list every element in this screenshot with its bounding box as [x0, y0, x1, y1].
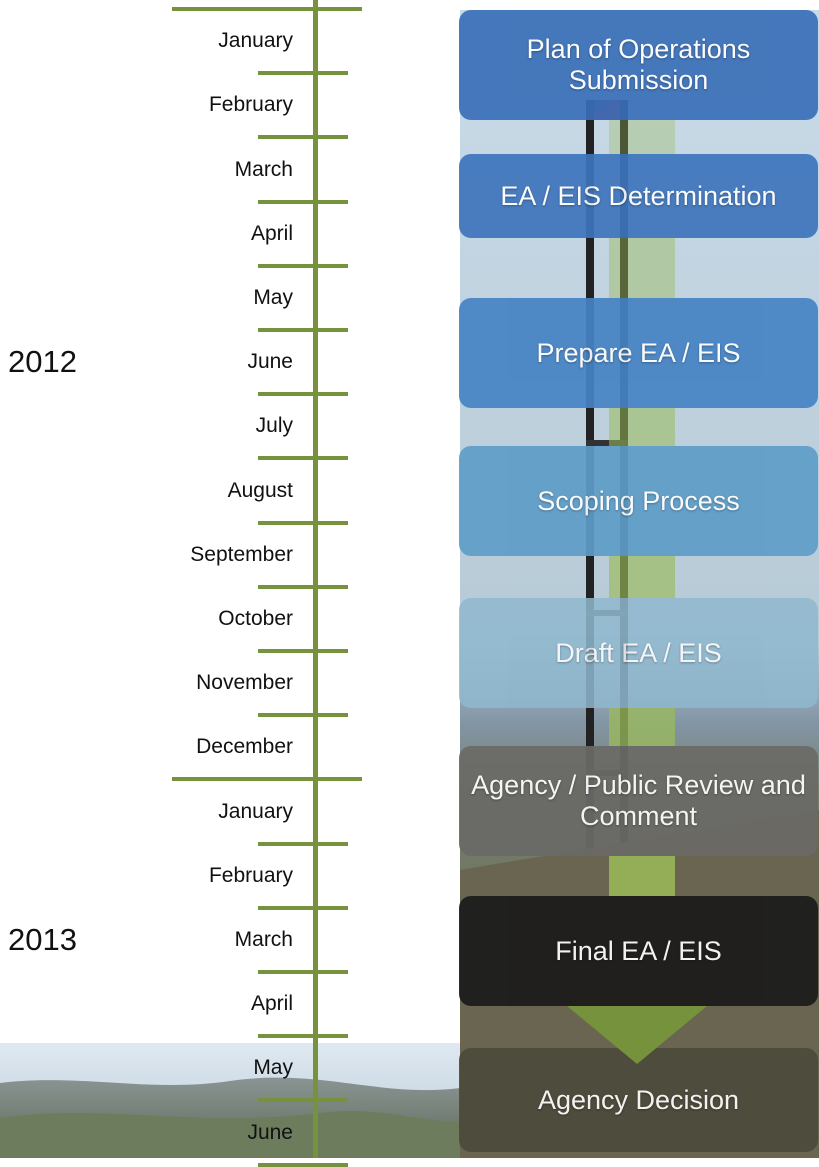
process-stage-box: Agency Decision	[459, 1048, 818, 1152]
month-tick	[258, 905, 348, 910]
year-boundary-tick	[172, 777, 362, 782]
month-label: March	[234, 927, 293, 951]
process-stage-label: Draft EA / EIS	[555, 637, 722, 668]
month-label: February	[208, 93, 293, 117]
decision-arrow	[567, 1006, 707, 1064]
timeline-axis	[313, 0, 318, 1158]
process-stage-label: EA / EIS Determination	[500, 180, 777, 211]
month-tick	[258, 456, 348, 461]
process-stage-label: Agency / Public Review and Comment	[471, 770, 806, 831]
process-stage-box: Agency / Public Review and Comment	[459, 746, 818, 856]
process-stage-box: EA / EIS Determination	[459, 154, 818, 238]
year-boundary-tick	[172, 7, 362, 11]
month-label: January	[218, 799, 293, 823]
month-tick	[258, 328, 348, 332]
month-label: December	[196, 735, 293, 759]
month-label: May	[253, 1056, 293, 1080]
month-label: January	[218, 29, 293, 53]
stage-connector	[609, 856, 675, 896]
year-label: 2012	[8, 344, 77, 380]
process-stage-label: Final EA / EIS	[555, 935, 722, 966]
stage-connector	[609, 120, 675, 154]
month-tick	[258, 263, 348, 268]
process-stage-box: Plan of Operations Submission	[459, 10, 818, 120]
process-stage-box: Scoping Process	[459, 446, 818, 556]
month-label: February	[208, 863, 293, 887]
year-label: 2013	[8, 921, 77, 957]
stage-connector	[609, 708, 675, 746]
month-tick	[258, 392, 348, 397]
month-tick	[258, 970, 348, 974]
month-tick	[258, 649, 348, 653]
month-tick	[258, 199, 348, 204]
month-tick	[258, 841, 348, 846]
month-label: July	[255, 414, 293, 438]
month-tick	[258, 1162, 348, 1167]
month-tick	[258, 71, 348, 76]
month-label: June	[247, 1120, 293, 1144]
process-stage-box: Final EA / EIS	[459, 896, 818, 1006]
month-label: April	[250, 221, 293, 245]
month-label: October	[218, 606, 293, 630]
month-tick	[258, 584, 348, 589]
month-tick	[258, 135, 348, 140]
stage-connector	[609, 556, 675, 598]
month-tick	[258, 713, 348, 718]
month-tick	[258, 1098, 348, 1103]
month-label: November	[196, 671, 293, 695]
month-label: September	[190, 542, 293, 566]
month-tick	[258, 520, 348, 525]
month-label: August	[227, 478, 293, 502]
process-stage-label: Agency Decision	[537, 1084, 740, 1115]
process-stage-box: Draft EA / EIS	[459, 598, 818, 708]
process-stage-label: Prepare EA / EIS	[536, 337, 741, 368]
process-stage-label: Plan of Operations Submission	[526, 34, 751, 95]
process-stage-box: Prepare EA / EIS	[459, 298, 818, 408]
stage-connector	[609, 238, 675, 298]
month-label: May	[253, 285, 293, 309]
process-stage-label: Scoping Process	[537, 485, 740, 516]
stage-connector	[609, 408, 675, 446]
month-label: March	[234, 157, 293, 181]
month-tick	[258, 1034, 348, 1039]
month-label: June	[247, 350, 293, 374]
month-label: April	[250, 992, 293, 1016]
